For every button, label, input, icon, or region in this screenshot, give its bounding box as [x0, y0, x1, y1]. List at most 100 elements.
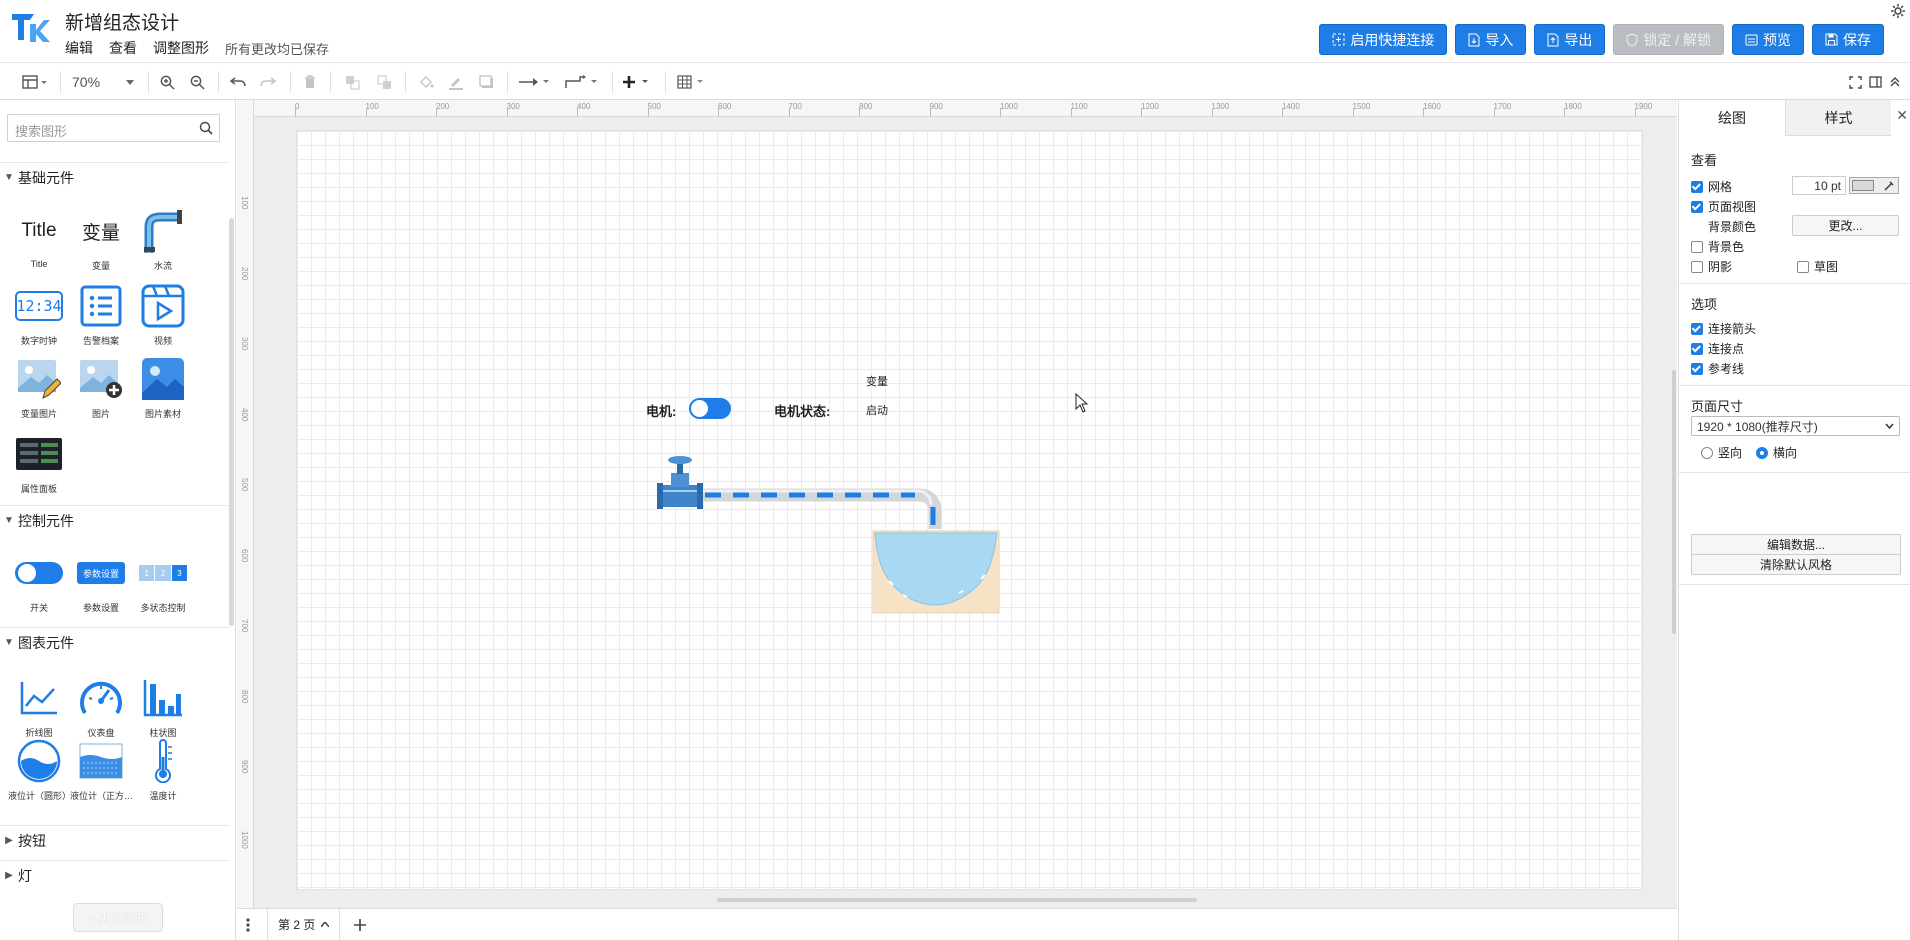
shape-param-setting[interactable]: 参数设置 参数设置: [70, 550, 132, 614]
page-menu-icon[interactable]: [246, 918, 250, 932]
lock-unlock-button[interactable]: 锁定 / 解锁: [1613, 24, 1724, 55]
delete-button[interactable]: [298, 71, 322, 93]
canvas-horizontal-scrollbar[interactable]: [717, 898, 1197, 902]
fullscreen-button[interactable]: [1844, 71, 1866, 93]
variable-value[interactable]: 启动: [866, 405, 888, 417]
waypoints-button[interactable]: [562, 71, 602, 93]
document-title[interactable]: 新增组态设计: [65, 13, 180, 34]
grid-checkbox[interactable]: 网格: [1691, 178, 1732, 195]
section-chart[interactable]: ▼图表元件: [0, 627, 230, 657]
shape-switch[interactable]: 开关: [8, 550, 70, 614]
motor-state-label[interactable]: 电机状态:: [774, 404, 831, 419]
quick-connect-button[interactable]: 启用快捷连接: [1319, 24, 1448, 55]
undo-button[interactable]: [226, 71, 250, 93]
connect-points-checkbox[interactable]: 连接点: [1691, 340, 1744, 357]
shape-liquid-square[interactable]: 液位计（正方…: [70, 738, 132, 802]
preview-button[interactable]: 预览: [1732, 24, 1804, 55]
shape-bar-chart[interactable]: 柱状图: [132, 675, 194, 739]
shadow-button[interactable]: [474, 71, 498, 93]
add-page-icon[interactable]: [353, 918, 367, 932]
connect-arrows-checkbox[interactable]: 连接箭头: [1691, 320, 1756, 337]
water-flow-diagram[interactable]: [657, 451, 1007, 621]
tab-style[interactable]: 样式: [1785, 100, 1891, 136]
shape-gauge[interactable]: 仪表盘: [70, 675, 132, 739]
search-icon[interactable]: [199, 121, 213, 135]
caret-down-icon: ▼: [4, 515, 14, 526]
section-button[interactable]: ▶按钮: [0, 825, 230, 855]
format-panel-toggle[interactable]: [18, 71, 52, 93]
clear-default-style-button[interactable]: 清除默认风格: [1691, 554, 1901, 575]
plus-icon: [623, 76, 648, 88]
collapse-button[interactable]: [1884, 71, 1906, 93]
sidebar-scrollbar[interactable]: [229, 218, 234, 626]
shadow-checkbox[interactable]: 阴影: [1691, 258, 1732, 275]
close-icon[interactable]: ✕: [1896, 107, 1908, 123]
shape-alarm-record[interactable]: 告警档案: [70, 283, 132, 347]
section-control[interactable]: ▼控制元件: [0, 505, 230, 535]
menu-arrange[interactable]: 调整图形: [153, 40, 209, 56]
gear-icon[interactable]: [1890, 3, 1906, 19]
shape-multi-state[interactable]: 1 2 3 多状态控制: [132, 550, 194, 614]
import-button[interactable]: 导入: [1455, 24, 1527, 55]
change-bg-button[interactable]: 更改...: [1792, 215, 1899, 236]
redo-button[interactable]: [256, 71, 280, 93]
fill-color-button[interactable]: [414, 71, 438, 93]
connection-style-button[interactable]: [516, 71, 554, 93]
checkbox-checked-icon: [1691, 322, 1703, 335]
save-button[interactable]: 保存: [1812, 24, 1884, 55]
edit-data-button[interactable]: 编辑数据...: [1691, 534, 1901, 555]
side-panel-icon: [1868, 76, 1882, 88]
shape-search-input[interactable]: 搜索图形: [7, 114, 220, 142]
menu-view[interactable]: 查看: [109, 40, 137, 56]
drawing-page[interactable]: 电机: 电机状态: 变量 启动: [296, 130, 1643, 890]
grid-color-picker[interactable]: [1849, 177, 1899, 194]
page-size-select[interactable]: 1920 * 1080(推荐尺寸): [1691, 416, 1900, 436]
zoom-in-button[interactable]: [155, 71, 179, 93]
variable-header[interactable]: 变量: [866, 376, 888, 388]
motor-toggle-switch[interactable]: [689, 398, 731, 419]
search-placeholder: 搜索图形: [15, 124, 68, 139]
zoom-select[interactable]: 70%: [72, 71, 134, 93]
landscape-radio[interactable]: 横向: [1756, 444, 1797, 461]
export-button[interactable]: 导出: [1534, 24, 1606, 55]
chevron-down-icon: [126, 79, 134, 85]
page-view-checkbox[interactable]: 页面视图: [1691, 198, 1756, 215]
bg-checkbox[interactable]: 背景色: [1691, 238, 1744, 255]
shape-image[interactable]: 图片: [70, 356, 132, 420]
more-shapes-button[interactable]: + 更多图形: [73, 903, 163, 932]
grid-size-input[interactable]: 10 pt: [1792, 176, 1846, 195]
shape-water-flow[interactable]: 水流: [132, 208, 194, 272]
page-tab-current[interactable]: 第 2 页: [267, 909, 341, 940]
sketch-checkbox[interactable]: 草图: [1797, 258, 1838, 275]
page-tab-label: 第 2 页: [278, 918, 316, 932]
shape-image-material[interactable]: 图片素材: [132, 356, 194, 420]
tab-diagram[interactable]: 绘图: [1718, 110, 1746, 126]
canvas-vertical-scrollbar[interactable]: [1672, 370, 1676, 634]
table-button[interactable]: [674, 71, 710, 93]
checkbox-checked-icon: [1691, 200, 1703, 213]
portrait-radio[interactable]: 竖向: [1701, 444, 1742, 461]
menu-edit[interactable]: 编辑: [65, 40, 93, 56]
section-basic[interactable]: ▼基础元件: [0, 162, 230, 192]
to-front-button[interactable]: [340, 71, 364, 93]
motor-label[interactable]: 电机:: [646, 404, 677, 419]
section-button-label: 按钮: [18, 832, 46, 849]
shape-digital-clock[interactable]: 12:34 数字时钟: [8, 283, 70, 347]
guides-checkbox[interactable]: 参考线: [1691, 360, 1744, 377]
shape-video[interactable]: 视频: [132, 283, 194, 347]
zoom-out-button[interactable]: [185, 71, 209, 93]
shape-variable-image[interactable]: 变量图片: [8, 356, 70, 420]
insert-button[interactable]: [620, 71, 656, 93]
section-light[interactable]: ▶灯: [0, 860, 230, 890]
to-back-button[interactable]: [372, 71, 396, 93]
shape-property-panel[interactable]: 属性面板: [8, 431, 70, 495]
shape-liquid-round[interactable]: 液位计（圆形）: [8, 738, 70, 802]
shape-line-chart[interactable]: 折线图: [8, 675, 70, 739]
shape-title[interactable]: Title Title: [8, 208, 70, 269]
panel-toggle-button[interactable]: [1864, 71, 1886, 93]
gauge-icon: [80, 681, 122, 715]
shape-variable[interactable]: 变量 变量: [70, 208, 132, 272]
line-color-button[interactable]: [444, 71, 468, 93]
shape-thermometer[interactable]: 温度计: [132, 738, 194, 802]
